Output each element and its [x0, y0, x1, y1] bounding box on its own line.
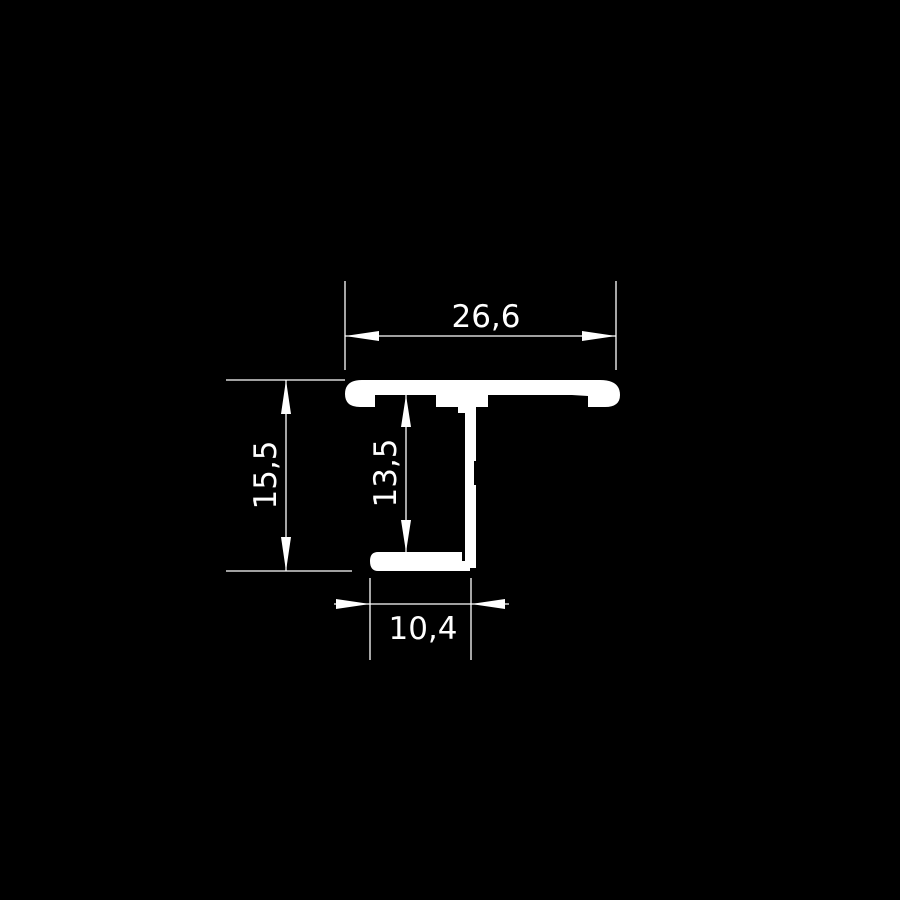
arrowhead-bottom [281, 537, 291, 571]
dimension-inner-height: 13,5 [368, 395, 411, 552]
overall-height-label: 15,5 [248, 440, 284, 509]
profile-section [345, 380, 620, 571]
dimension-base-width: 10,4 [334, 578, 509, 660]
inner-height-label: 13,5 [368, 438, 404, 507]
arrowhead-left [345, 331, 379, 341]
base-width-label: 10,4 [388, 611, 457, 647]
vertical-web [458, 395, 476, 568]
arrowhead-bottom [401, 520, 411, 552]
overall-width-label: 26,6 [451, 299, 520, 335]
dimension-overall-height: 15,5 [226, 379, 352, 572]
arrowhead-top [281, 380, 291, 414]
arrowhead-right [471, 599, 505, 609]
arrowhead-left [336, 599, 370, 609]
dimension-overall-width: 26,6 [344, 281, 617, 370]
arrowhead-top [401, 395, 411, 427]
top-flange [345, 380, 620, 407]
arrowhead-right [582, 331, 616, 341]
bottom-foot [370, 552, 470, 571]
